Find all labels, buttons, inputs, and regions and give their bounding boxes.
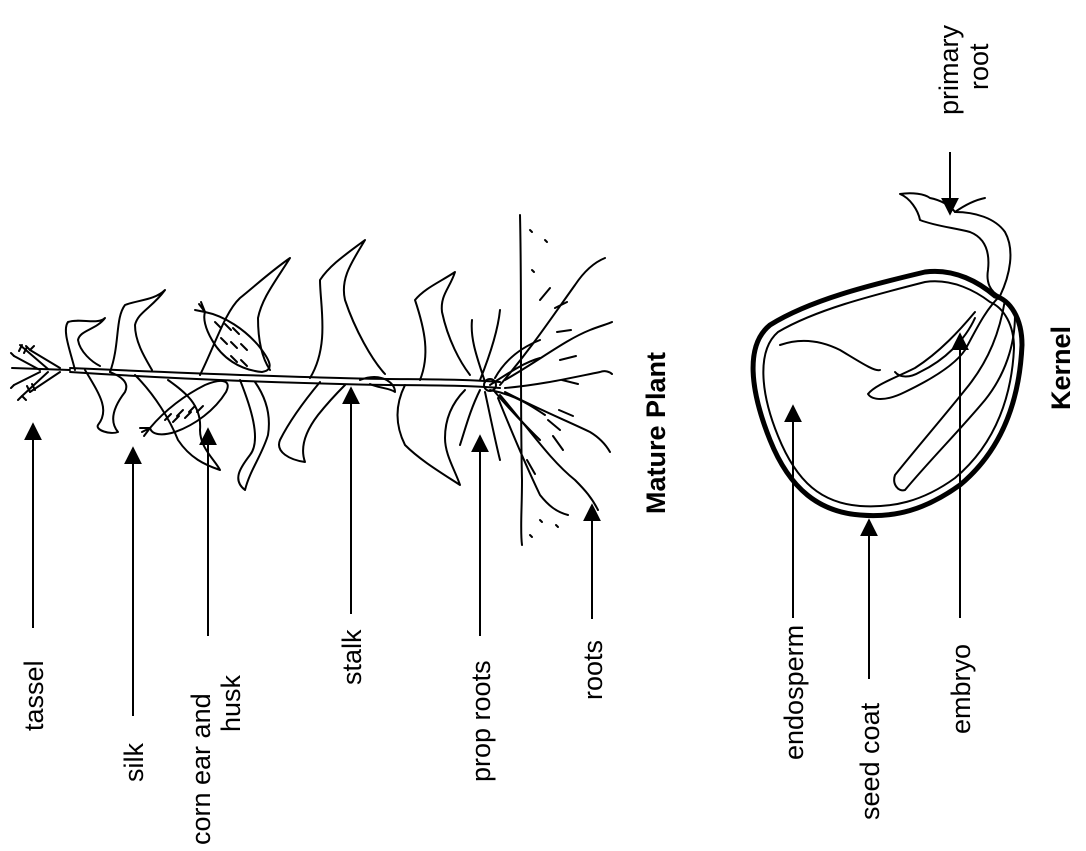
label-arrows <box>33 152 960 716</box>
roots-label: roots <box>578 640 608 700</box>
primary-root-label-line2: root <box>964 43 994 90</box>
mature-plant-title: Mature Plant <box>641 352 671 514</box>
seed-coat-label: seed coat <box>855 702 885 820</box>
silk-label: silk <box>119 743 149 782</box>
stalk-label: stalk <box>337 629 367 685</box>
kernel-title: Kernel <box>1046 326 1076 410</box>
embryo-outline <box>868 296 1000 399</box>
ground-line <box>520 215 522 545</box>
tassel-label: tassel <box>19 660 49 731</box>
endosperm-label: endosperm <box>779 625 809 760</box>
primary-root-label-line1: primary <box>934 24 964 115</box>
embryo-label: embryo <box>946 644 976 734</box>
kernel-labels: endosperm seed coat embryo primary root … <box>779 24 1076 820</box>
primary-root-drawing <box>900 193 1010 296</box>
stalk-drawing <box>70 368 500 388</box>
middle-leaves <box>279 240 470 485</box>
corn-ear-label-line1: corn ear and <box>186 693 216 845</box>
tassel-drawing <box>11 345 70 400</box>
mature-plant-drawing <box>11 215 612 545</box>
corn-ear-lower <box>140 381 228 436</box>
roots-drawing <box>498 258 612 515</box>
plant-labels: tassel silk corn ear and husk stalk prop… <box>19 352 671 845</box>
corn-ear-label-line2: husk <box>216 674 246 732</box>
endosperm-line <box>780 341 880 370</box>
prop-roots-label: prop roots <box>466 660 496 782</box>
